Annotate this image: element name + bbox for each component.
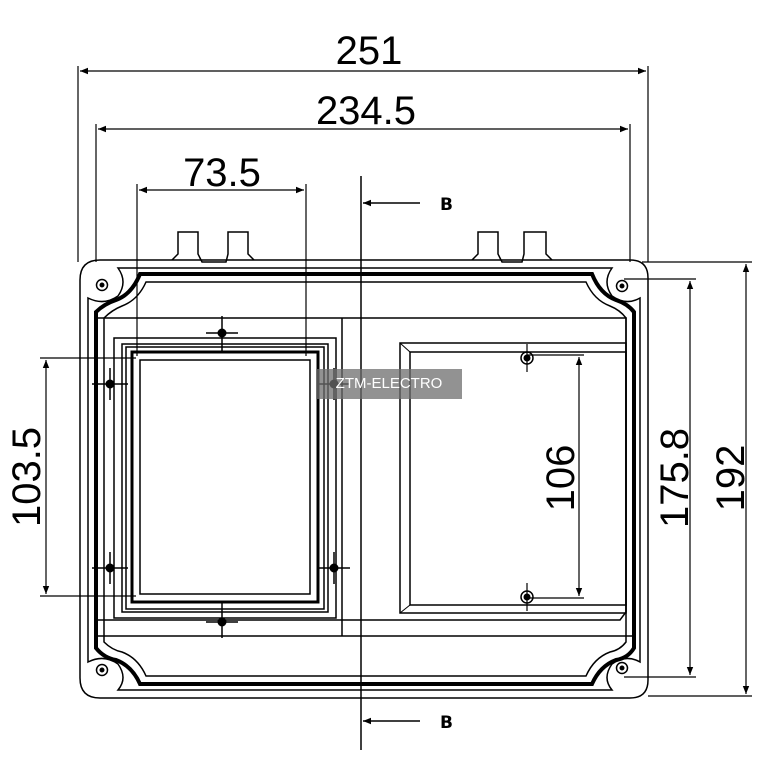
mounting-hole-left-bottom xyxy=(206,602,238,638)
corner-screw-bottom-left xyxy=(97,665,108,676)
left-window-frame-3 xyxy=(126,347,324,609)
dimension-label-overall-width: 251 xyxy=(336,29,403,73)
dimension-inner-height xyxy=(624,279,696,677)
hinge-tabs-left xyxy=(172,232,254,262)
mounting-hole-right-bottom xyxy=(521,583,533,611)
left-window-frame-outer xyxy=(114,338,336,618)
left-window-frame-2 xyxy=(122,344,328,612)
mounting-hole-left-side-top xyxy=(92,368,128,400)
mounting-holes xyxy=(92,316,533,638)
mounting-hole-center-bottom xyxy=(318,552,350,584)
section-label-top: B xyxy=(440,195,453,215)
dimension-overall-width xyxy=(78,66,648,262)
corner-screw-top-left xyxy=(97,280,108,291)
dimension-label-inner-height: 175.8 xyxy=(653,428,697,528)
enclosure-outer-outline xyxy=(80,260,648,698)
dimension-label-overall-height: 192 xyxy=(709,445,753,512)
left-window-frame-4 xyxy=(132,352,318,602)
dimension-label-window-height: 103.5 xyxy=(5,427,49,527)
dimension-inner-width xyxy=(96,124,630,262)
hinge-tabs-right xyxy=(472,232,552,262)
lid-contour xyxy=(104,282,626,676)
seal-gasket-line xyxy=(96,274,634,684)
section-line-b xyxy=(361,176,420,750)
dimension-hole-spacing xyxy=(527,355,584,598)
right-window-inner xyxy=(410,352,626,605)
dimension-label-inner-width: 234.5 xyxy=(316,89,416,133)
dimension-label-hole-spacing: 106 xyxy=(539,445,583,512)
dimension-window-height xyxy=(40,358,136,596)
section-label-bottom: B xyxy=(440,713,453,733)
enclosure-body xyxy=(80,232,648,698)
watermark-logo: ZTM-ELECTRO xyxy=(316,369,462,399)
left-window-glass xyxy=(140,360,310,594)
corner-screw-top-right xyxy=(617,281,628,292)
dimension-label-window-width: 73.5 xyxy=(183,151,261,195)
dimension-overall-height xyxy=(642,262,752,696)
mounting-hole-left-side-bottom xyxy=(92,552,128,584)
dimension-window-width xyxy=(137,184,306,356)
mounting-hole-left-top xyxy=(206,316,238,352)
mounting-hole-right-top xyxy=(521,344,533,372)
corner-screw-bottom-right xyxy=(617,663,628,674)
